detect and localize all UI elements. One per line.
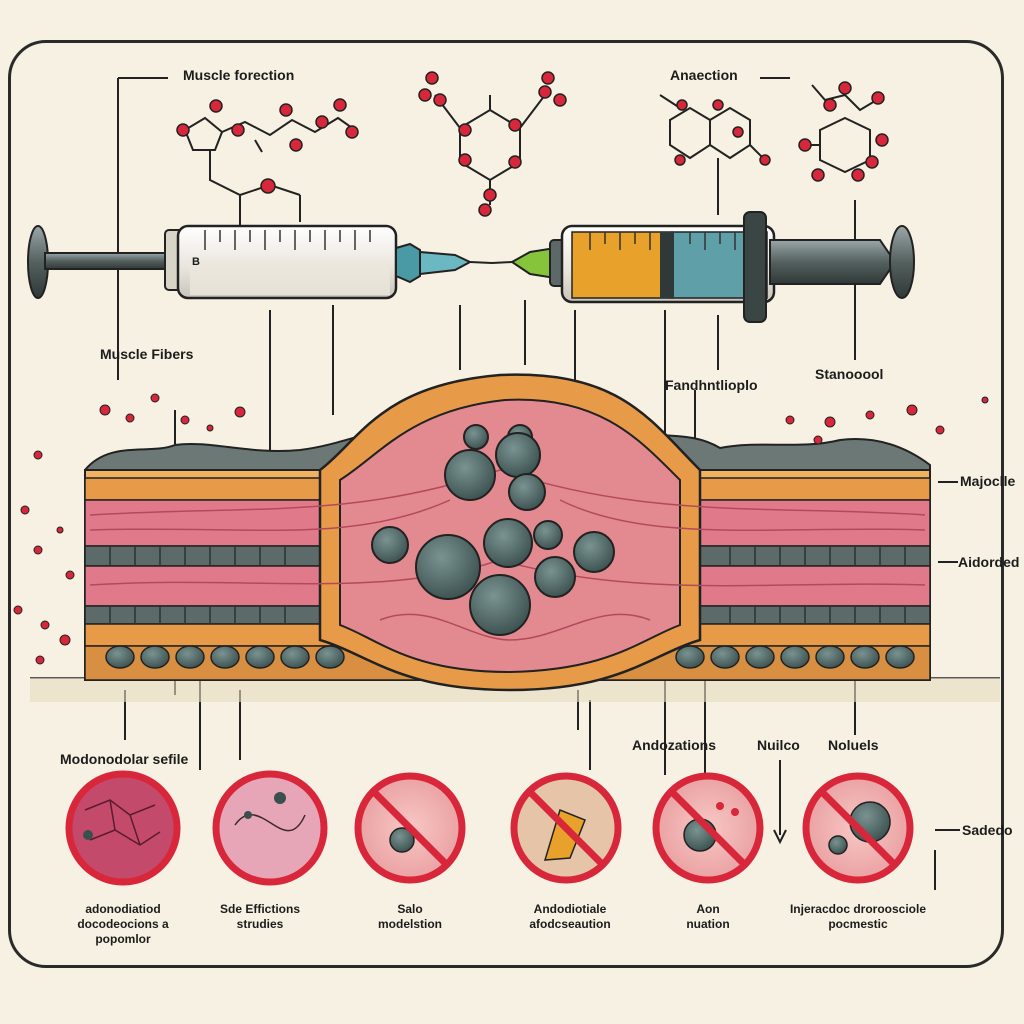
molecule-left <box>183 116 356 225</box>
caption-2: Sde Effictions strudies <box>170 902 350 932</box>
caption-1-line3: popomlor <box>95 932 151 946</box>
right-syringe-scale <box>589 232 751 250</box>
diagram-frame <box>8 40 1004 968</box>
bottom-nuclei <box>105 645 915 669</box>
caption-5: Aon nuation <box>618 902 798 932</box>
label-nuilco: Nuilco <box>757 737 800 753</box>
caption-6-line1: Injeracdoc droroosciole <box>789 902 927 916</box>
label-aidorded: Aidorded <box>958 554 1020 570</box>
label-fandhnt: Fandhntlioplo <box>665 377 758 393</box>
label-anaction: Anaection <box>670 67 738 83</box>
caption-2-line1: Sde Effictions <box>219 902 300 916</box>
caption-4-line2: afodcseaution <box>529 917 611 931</box>
central-nuclei <box>371 424 615 636</box>
caption-1-line2: docodeocions a <box>77 917 169 931</box>
caption-3-line2: modelstion <box>377 917 442 931</box>
molecule-right-a-atoms <box>674 99 771 166</box>
caption-1: adonodiatiod docodeocions a popomlor <box>33 902 213 947</box>
cell-segments <box>109 546 906 624</box>
caption-3: Salo modelstion <box>320 902 500 932</box>
side-effect-circle-5 <box>652 772 764 884</box>
caption-6-line2: pocmestic <box>828 917 888 931</box>
side-effect-circle-4 <box>510 772 622 884</box>
label-andozations: Andozations <box>632 737 716 753</box>
side-effect-circle-6 <box>802 772 914 884</box>
caption-1-line1: adonodiatiod <box>85 902 161 916</box>
muscle-cross-section <box>13 373 1000 702</box>
label-stanozol: Stanooool <box>815 366 884 382</box>
caption-5-line1: Aon <box>696 902 720 916</box>
syringe-mark: B <box>192 256 200 268</box>
right-syringe <box>491 211 915 323</box>
caption-2-line2: strudies <box>236 917 284 931</box>
caption-3-line1: Salo <box>397 902 423 916</box>
label-side-profile: Modonodolar sefile <box>60 751 189 767</box>
caption-6: Injeracdoc droroosciole pocmestic <box>768 902 948 932</box>
caption-5-line2: nuation <box>686 917 730 931</box>
left-syringe <box>27 224 493 300</box>
label-noluels: Noluels <box>828 737 879 753</box>
side-effect-circle-2 <box>212 770 328 886</box>
molecule-center-atoms <box>418 71 567 217</box>
side-effect-circle-1 <box>65 770 181 886</box>
label-sadedo: Sadedo <box>962 822 1013 838</box>
molecule-right-a <box>659 94 766 215</box>
side-effect-circle-3 <box>354 772 466 884</box>
label-majodle: Majoclle <box>960 473 1016 489</box>
label-muscle-formation: Muscle forection <box>183 67 295 83</box>
scattered-particles <box>13 393 989 665</box>
caption-4-line1: Andodiotiale <box>533 902 607 916</box>
left-syringe-scale <box>204 230 371 250</box>
molecule-left-atoms <box>176 98 359 194</box>
caption-4: Andodiotiale afodcseaution <box>480 902 660 932</box>
molecule-right-b-atoms <box>798 81 889 182</box>
label-muscle-fibers: Muscle Fibers <box>100 346 194 362</box>
